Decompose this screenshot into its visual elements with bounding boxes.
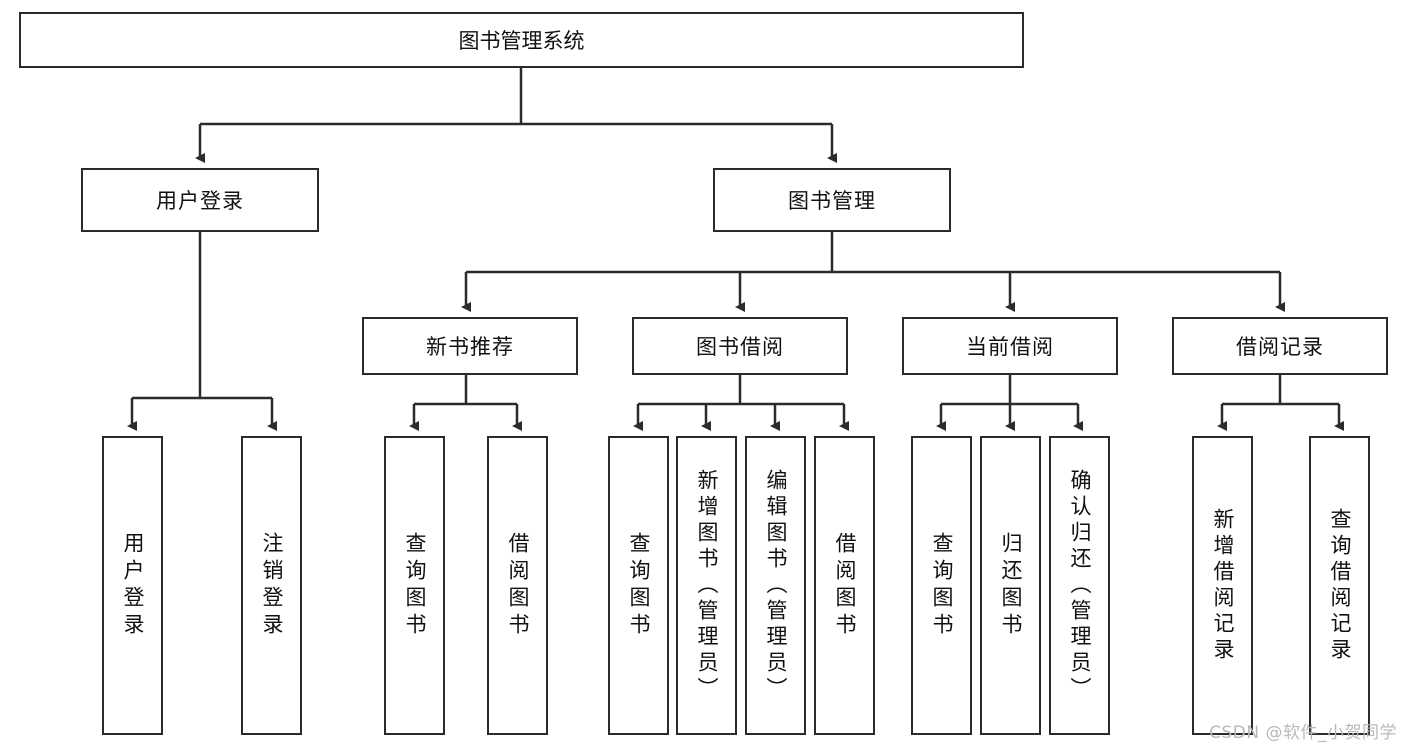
node-user-login[interactable]: 用户登录 (81, 168, 319, 232)
node-label: 查询图书 (403, 531, 427, 640)
leaf-query-borrow-record[interactable]: 查询借阅记录 (1309, 436, 1370, 735)
leaf-query-book-borrow[interactable]: 查询图书 (608, 436, 669, 735)
node-book-management[interactable]: 图书管理 (713, 168, 951, 232)
node-label: 当前借阅 (966, 335, 1054, 359)
node-label: 借阅图书 (833, 531, 857, 640)
leaf-edit-book-admin[interactable]: 编辑图书（管理员） (745, 436, 806, 735)
node-label: 新书推荐 (426, 335, 514, 359)
node-label: 图书管理系统 (458, 29, 585, 53)
node-label: 借阅图书 (506, 531, 530, 640)
node-current-borrow[interactable]: 当前借阅 (902, 317, 1118, 375)
watermark: CSDN @软件_小贺同学 (1209, 723, 1397, 743)
leaf-user-login[interactable]: 用户登录 (102, 436, 163, 735)
leaf-query-book-recommend[interactable]: 查询图书 (384, 436, 445, 735)
node-label: 用户登录 (121, 531, 145, 640)
leaf-return-book[interactable]: 归还图书 (980, 436, 1041, 735)
node-label: 归还图书 (999, 531, 1023, 640)
node-label: 借阅记录 (1236, 335, 1324, 359)
leaf-add-book-admin[interactable]: 新增图书（管理员） (676, 436, 737, 735)
node-label: 新增图书（管理员） (695, 468, 719, 703)
node-borrow-records[interactable]: 借阅记录 (1172, 317, 1388, 375)
leaf-query-book-current[interactable]: 查询图书 (911, 436, 972, 735)
node-label: 查询图书 (930, 531, 954, 640)
node-label: 注销登录 (260, 531, 284, 640)
node-label: 编辑图书（管理员） (764, 468, 788, 703)
leaf-confirm-return-admin[interactable]: 确认归还（管理员） (1049, 436, 1110, 735)
leaf-borrow-book[interactable]: 借阅图书 (814, 436, 875, 735)
node-root[interactable]: 图书管理系统 (19, 12, 1024, 68)
node-label: 新增借阅记录 (1211, 507, 1235, 664)
node-label: 图书借阅 (696, 335, 784, 359)
node-book-borrow[interactable]: 图书借阅 (632, 317, 848, 375)
node-new-book-recommend[interactable]: 新书推荐 (362, 317, 578, 375)
leaf-borrow-book-recommend[interactable]: 借阅图书 (487, 436, 548, 735)
node-label: 用户登录 (156, 189, 244, 213)
leaf-add-borrow-record[interactable]: 新增借阅记录 (1192, 436, 1253, 735)
node-label: 图书管理 (788, 189, 876, 213)
node-label: 查询借阅记录 (1328, 507, 1352, 664)
node-label: 查询图书 (627, 531, 651, 640)
node-label: 确认归还（管理员） (1068, 468, 1092, 703)
leaf-logout[interactable]: 注销登录 (241, 436, 302, 735)
